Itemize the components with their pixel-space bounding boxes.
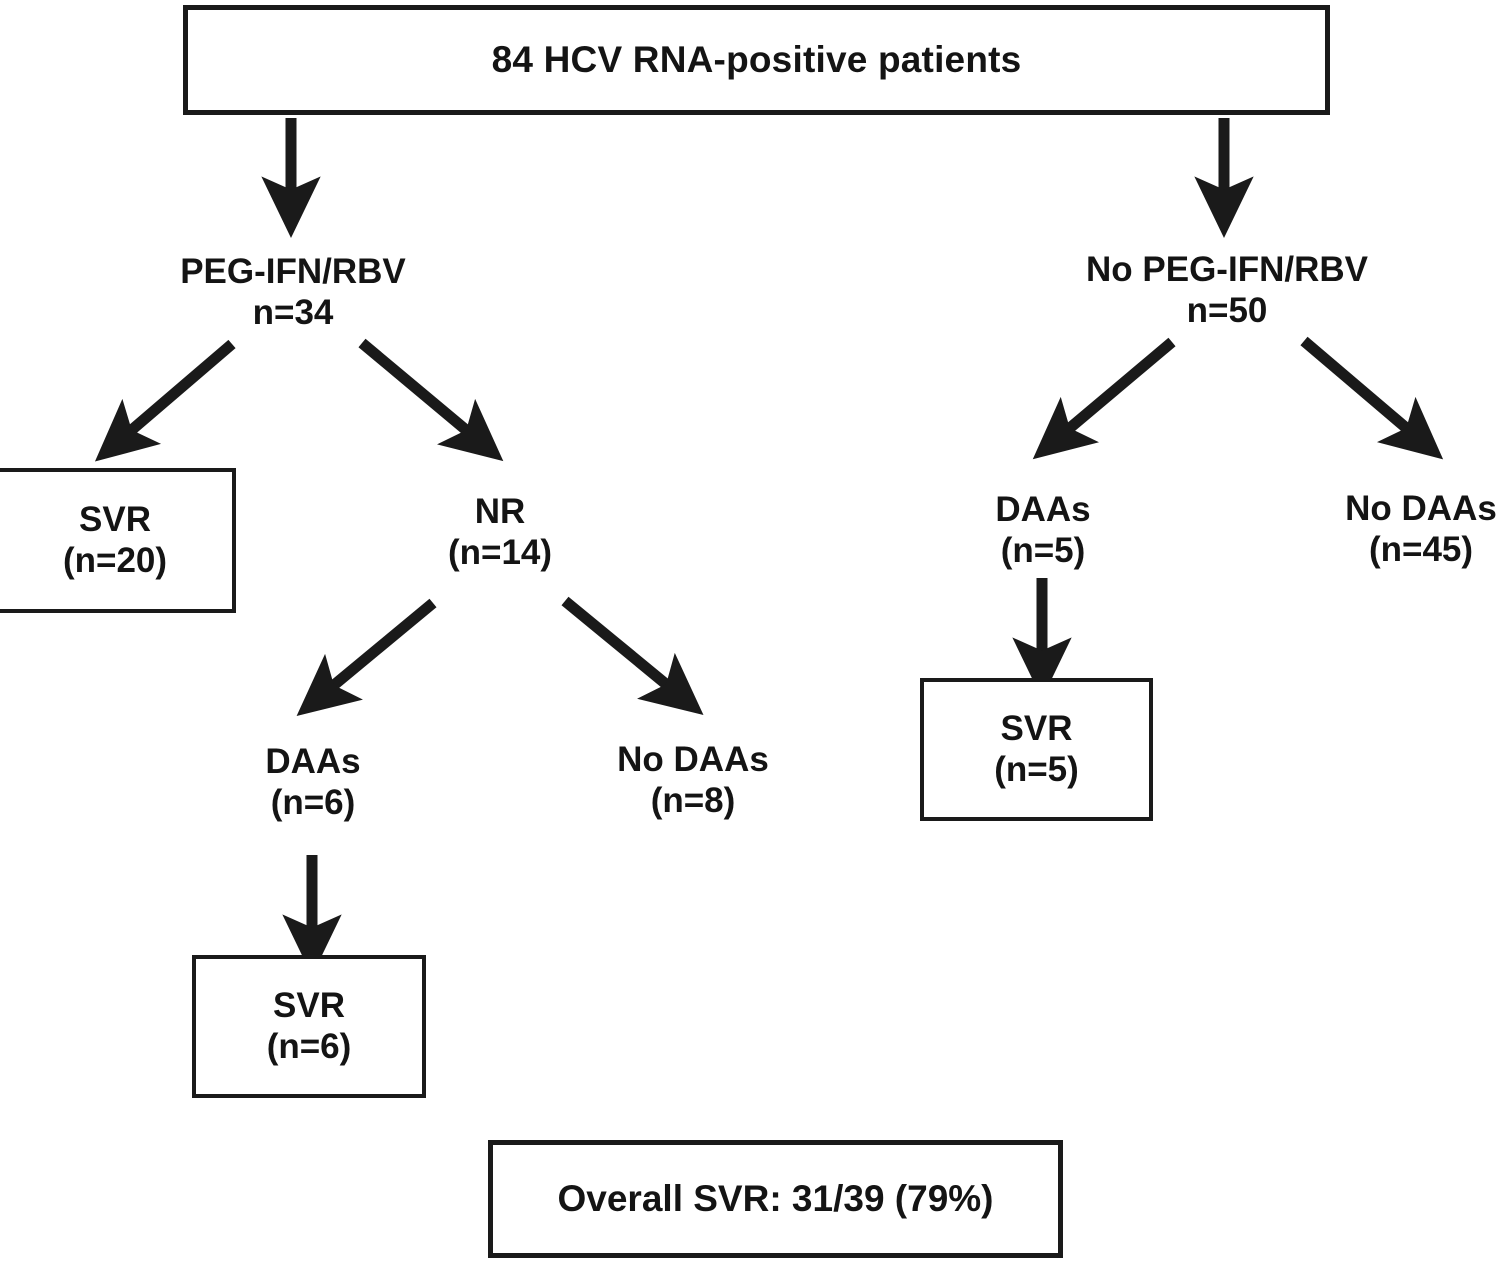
node-svr5-count: (n=5) <box>994 749 1079 789</box>
node-daas5-count: (n=5) <box>1000 531 1086 570</box>
node-no-peg-ifn-label: No PEG-IFN/RBV <box>1086 250 1368 290</box>
edge-peg-ifn-to-nr <box>358 338 504 462</box>
node-daas6: DAAs (n=6) <box>220 735 406 831</box>
node-svr20-label: SVR <box>79 499 151 539</box>
node-svr5-label: SVR <box>1000 708 1073 748</box>
node-no-daas45-label: No DAAs <box>1345 489 1497 529</box>
node-summary-box: Overall SVR: 31/39 (79%) <box>488 1140 1063 1258</box>
node-root-box: 84 HCV RNA-positive patients <box>183 5 1330 115</box>
node-nr-count: (n=14) <box>447 533 553 572</box>
node-daas5: DAAs (n=5) <box>950 483 1136 579</box>
edge-peg-ifn-to-svr20 <box>94 339 236 462</box>
node-peg-ifn-count: n=34 <box>252 293 334 332</box>
node-svr6-box: SVR (n=6) <box>192 955 426 1098</box>
edge-nr-to-no-daas8 <box>561 596 704 715</box>
node-daas6-label: DAAs <box>265 742 361 782</box>
node-svr5-box: SVR (n=5) <box>920 678 1153 821</box>
edge-nr-to-daas6 <box>296 598 437 717</box>
node-svr20-box: SVR (n=20) <box>0 468 236 613</box>
node-nr: NR (n=14) <box>410 485 590 581</box>
node-daas5-label: DAAs <box>995 490 1091 530</box>
node-peg-ifn-label: PEG-IFN/RBV <box>180 252 406 292</box>
node-no-daas8: No DAAs (n=8) <box>578 733 808 829</box>
node-daas6-count: (n=6) <box>270 783 356 822</box>
node-no-daas8-label: No DAAs <box>617 740 769 780</box>
node-svr6-count: (n=6) <box>266 1026 352 1066</box>
node-no-daas8-count: (n=8) <box>650 781 736 820</box>
node-no-peg-ifn-count: n=50 <box>1186 291 1268 330</box>
node-peg-ifn: PEG-IFN/RBV n=34 <box>125 245 461 341</box>
node-no-daas45: No DAAs (n=45) <box>1306 482 1500 578</box>
node-svr6-label: SVR <box>273 985 345 1025</box>
node-summary-label: Overall SVR: 31/39 (79%) <box>557 1177 994 1219</box>
edge-no-peg-ifn-to-no-daas45 <box>1300 336 1444 460</box>
node-root-label: 84 HCV RNA-positive patients <box>491 38 1022 80</box>
edge-no-peg-ifn-to-daas5 <box>1032 337 1176 460</box>
node-svr20-count: (n=20) <box>62 540 168 580</box>
node-no-daas45-count: (n=45) <box>1368 530 1474 569</box>
node-no-peg-ifn: No PEG-IFN/RBV n=50 <box>1042 243 1412 339</box>
node-nr-label: NR <box>474 492 526 532</box>
